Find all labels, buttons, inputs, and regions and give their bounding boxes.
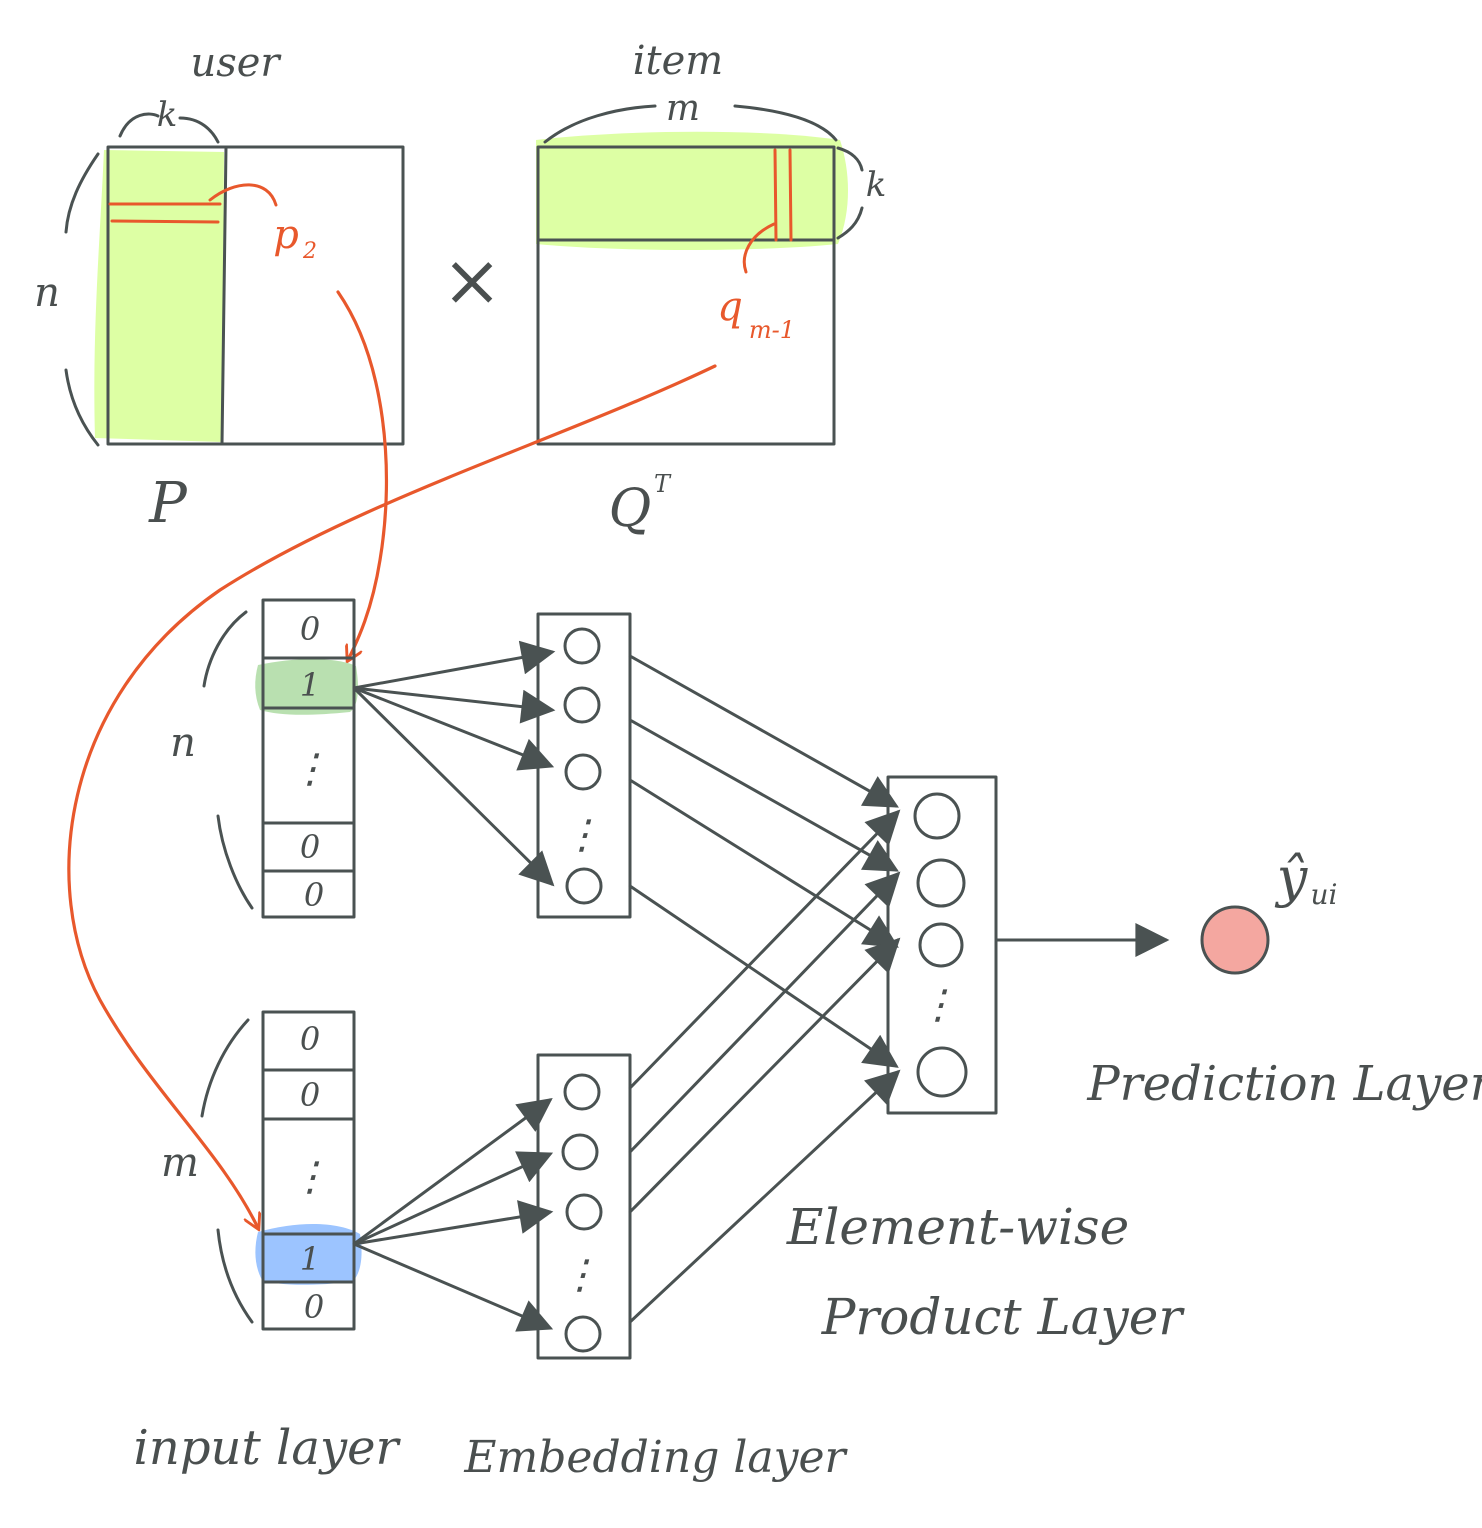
item-embedding-node xyxy=(564,1315,602,1353)
item-cell: 0 xyxy=(300,1020,320,1058)
p-row-label: p xyxy=(273,212,299,258)
q-col-connector xyxy=(742,222,776,274)
product-layer-label-line2: Product Layer xyxy=(821,1288,1186,1346)
user-size-brace xyxy=(202,610,254,910)
connection-arrow xyxy=(352,1200,554,1246)
product-layer-outline xyxy=(886,775,998,1115)
connection-arrow xyxy=(628,778,899,948)
user-cell: 1 xyxy=(300,666,320,704)
item-size-brace xyxy=(200,1018,254,1324)
prediction-layer: ŷ ui Prediction Layer xyxy=(1086,846,1482,1112)
item-embedding: ⋮ xyxy=(536,1053,632,1360)
user-size-label: n xyxy=(170,720,196,766)
p-top-label: user xyxy=(190,40,282,86)
user-embedding-dots: ⋮ xyxy=(562,812,602,858)
q-name: Q xyxy=(609,479,652,539)
item-embedding-node xyxy=(565,1193,603,1231)
q-outline xyxy=(536,145,836,446)
prediction-sub: ui xyxy=(1311,878,1338,911)
item-input-outline xyxy=(261,1010,356,1331)
p-row-sub: 2 xyxy=(302,239,317,264)
item-input-vector: 0 0 ⋮ 1 0 m xyxy=(161,1010,362,1331)
product-node xyxy=(916,858,966,908)
q-col-sub: m-1 xyxy=(749,316,795,344)
product-node xyxy=(918,922,964,968)
matrix-q: item m k Q T q m-1 xyxy=(536,38,886,539)
item-cell: ⋮ xyxy=(290,1154,330,1200)
p-row-line-bottom xyxy=(110,219,220,224)
q-col-label: q xyxy=(717,284,743,330)
connection-arrow xyxy=(628,718,899,872)
p-outline xyxy=(106,145,405,446)
item-embedding-dots: ⋮ xyxy=(560,1252,600,1298)
item-one-hot-highlight xyxy=(255,1223,362,1285)
matrix-p: user k n P p 2 xyxy=(34,40,405,536)
connection-arrows xyxy=(352,640,1170,1332)
q-sup: T xyxy=(654,470,672,498)
user-one-hot-highlight xyxy=(255,659,358,715)
user-mapping-arrow xyxy=(336,290,389,660)
user-input-vector: 0 1 ⋮ 0 0 n xyxy=(170,598,358,919)
product-layer: ⋮ xyxy=(886,775,998,1115)
user-embedding-node xyxy=(564,753,602,791)
q-height-brace xyxy=(836,146,864,240)
p-divider xyxy=(220,145,228,446)
user-cell: 0 xyxy=(304,876,324,914)
connection-arrow xyxy=(628,809,901,1090)
connection-arrow xyxy=(628,871,901,1154)
q-width-brace xyxy=(543,104,838,144)
p-height-brace xyxy=(64,152,100,447)
product-dots: ⋮ xyxy=(918,982,958,1028)
p-width-label: k xyxy=(157,95,178,135)
input-layer-label: input layer xyxy=(134,1420,402,1476)
connection-arrow xyxy=(352,1097,553,1246)
user-embedding-node xyxy=(563,686,601,724)
item-embedding-outline xyxy=(536,1053,632,1360)
user-embedding-node xyxy=(565,867,603,905)
item-cell: 0 xyxy=(304,1288,324,1326)
item-embedding-node xyxy=(561,1133,599,1171)
p-highlight xyxy=(94,150,224,442)
connection-arrow xyxy=(628,654,899,808)
product-node xyxy=(913,792,961,840)
p-width-brace xyxy=(118,112,220,144)
connection-arrow xyxy=(352,1242,554,1332)
user-cell: 0 xyxy=(300,828,320,866)
prediction-symbol: ŷ xyxy=(1275,846,1309,909)
q-top-label: item xyxy=(633,38,723,84)
q-highlight xyxy=(536,131,848,250)
item-cell: 0 xyxy=(300,1076,320,1114)
product-node xyxy=(916,1046,968,1098)
connection-arrow xyxy=(352,640,556,690)
q-height-label: k xyxy=(866,165,887,205)
p-name: P xyxy=(148,471,188,536)
prediction-node xyxy=(1200,905,1270,975)
q-col-line-right xyxy=(788,148,793,242)
item-size-label: m xyxy=(161,1140,199,1186)
user-embedding-node xyxy=(563,627,601,665)
item-cell: 1 xyxy=(300,1240,320,1278)
times-symbol: × xyxy=(442,238,502,322)
connection-arrow xyxy=(352,686,555,887)
q-width-label: m xyxy=(666,88,700,129)
item-embedding-node xyxy=(563,1073,601,1111)
user-cell: 0 xyxy=(300,610,320,648)
item-mapping-arrow xyxy=(67,364,717,1228)
user-input-outline xyxy=(261,598,356,919)
connection-arrow xyxy=(628,937,901,1214)
connection-arrow xyxy=(628,1069,901,1324)
embedding-layer-label: Embedding layer xyxy=(463,1432,848,1483)
connection-arrow xyxy=(352,1151,554,1246)
connection-arrow xyxy=(352,686,555,771)
p-height-label: n xyxy=(34,270,60,316)
q-col-line-left xyxy=(773,148,778,242)
connection-arrow xyxy=(628,884,899,1068)
prediction-layer-label: Prediction Layer xyxy=(1086,1056,1482,1112)
user-cell: ⋮ xyxy=(290,746,330,792)
p-row-connector xyxy=(208,183,278,207)
product-layer-label-line1: Element-wise xyxy=(786,1198,1129,1256)
connection-arrow xyxy=(352,686,556,724)
